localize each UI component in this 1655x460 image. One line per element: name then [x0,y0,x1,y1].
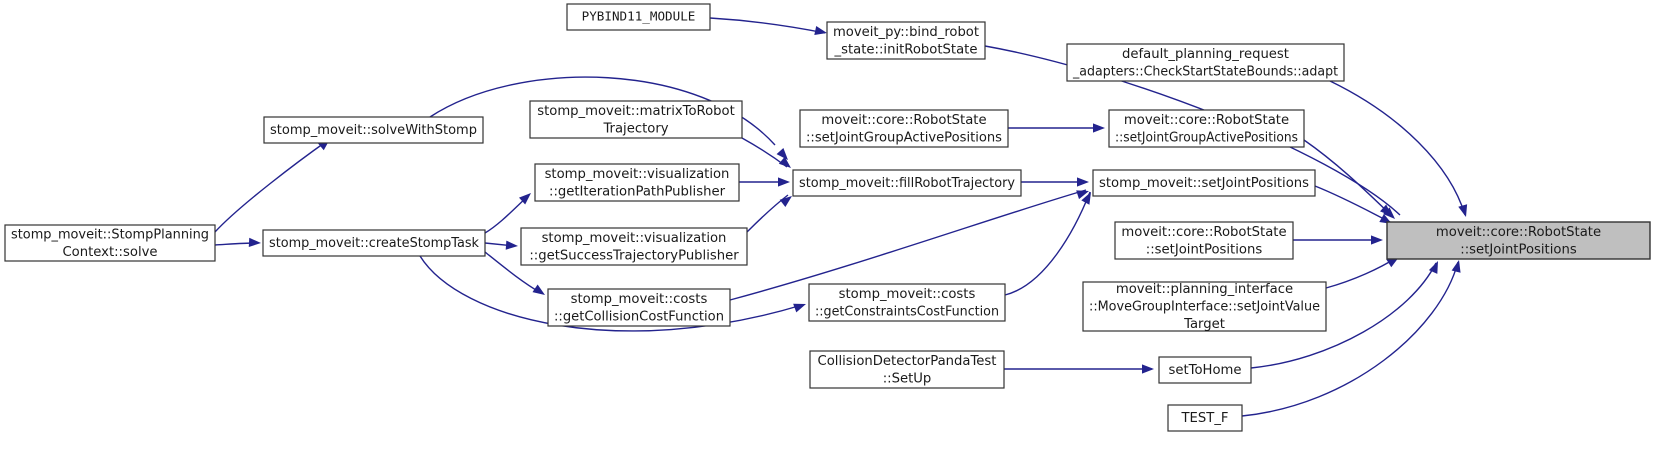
arrow-into-target-from-plain [1371,235,1383,245]
node-check-start-state-bounds-adapt[interactable]: default_planning_request_adapters::Check… [1066,43,1345,82]
arrow-into-fillrobottraj-c [778,177,790,187]
arrow-into-setjointgroupactive-right [1093,123,1105,133]
node-bind-robot-state-init-box[interactable] [826,21,986,60]
arrow-into-stompsetjoint-b [1081,192,1091,205]
edge-collisioncost-to-stompsetjoint [729,189,1087,301]
node-pybind11-module[interactable]: PYBIND11_MODULE [566,3,711,31]
arrow-into-fillrobottraj-d [779,196,792,208]
node-robotstate-setjointgroupactivepositions-right[interactable]: moveit::core::RobotState::setJointGroupA… [1108,109,1305,148]
node-fill-robot-trajectory-box[interactable] [792,169,1022,197]
arrowheads-layer [248,26,1468,374]
edge-successtraj-to-fillrobottraj [746,194,789,233]
arrow-into-createtask [248,237,261,247]
arrow-into-fillrobottraj-a [776,148,788,160]
node-robotstate-setjointgroupactivepositions-right-box[interactable] [1108,109,1305,148]
arrow-into-constraintscost [793,303,806,313]
node-bind-robot-state-init[interactable]: moveit_py::bind_robot_state::initRobotSt… [826,21,986,60]
node-collision-detector-panda-test-setup[interactable]: CollisionDetectorPandaTest::SetUp [809,350,1005,389]
edge-solve-to-solvewithstomp [214,140,328,233]
node-get-iteration-path-publisher[interactable]: stomp_moveit::visualization::getIteratio… [534,163,740,202]
edge-testf-to-target [1241,261,1459,417]
edges-layer [214,17,1466,417]
node-get-iteration-path-publisher-box[interactable] [534,163,740,202]
node-solve-with-stomp-box[interactable] [263,116,484,144]
node-robotstate-setjointpositions-target-box[interactable] [1386,221,1651,260]
node-create-stomp-task[interactable]: stomp_moveit::createStompTask [262,229,486,257]
node-get-collision-cost-function[interactable]: stomp_moveit::costs::getCollisionCostFun… [547,288,731,327]
node-matrix-to-robot-trajectory-box[interactable] [529,100,743,139]
node-set-to-home-box[interactable] [1158,356,1252,384]
node-robotstate-setjointgroupactivepositions-left-box[interactable] [799,109,1009,148]
arrow-into-target-from-setjointgroup [1383,207,1395,219]
node-stomp-planning-context-solve[interactable]: stomp_moveit::StompPlanningContext::solv… [4,224,216,262]
arrow-into-successtraj [505,240,518,250]
arrow-into-fillrobottraj-b [778,156,791,168]
node-solve-with-stomp[interactable]: stomp_moveit::solveWithStomp [263,116,484,144]
node-get-success-trajectory-publisher[interactable]: stomp_moveit::visualization::getSuccessT… [520,227,748,266]
node-create-stomp-task-box[interactable] [262,229,486,257]
node-pybind11-module-box[interactable] [566,3,711,31]
node-get-constraints-cost-function-box[interactable] [808,283,1006,322]
edge-pybind11-to-initrobotstate [709,17,826,34]
node-stomp-setjointpositions[interactable]: stomp_moveit::setJointPositions [1092,169,1316,197]
node-robotstate-setjointpositions-plain-box[interactable] [1114,221,1294,260]
node-get-success-trajectory-publisher-box[interactable] [520,227,748,266]
arrow-into-target-from-settohome [1428,261,1438,274]
node-collision-detector-panda-test-setup-box[interactable] [809,350,1005,389]
node-robotstate-setjointgroupactivepositions-left[interactable]: moveit::core::RobotState::setJointGroupA… [799,109,1009,148]
arrow-into-target-from-adapt [1458,204,1468,217]
edge-settohome-to-target [1250,262,1437,369]
arrow-into-initrobotstate [814,26,827,36]
node-robotstate-setjointpositions-target[interactable]: moveit::core::RobotState::setJointPositi… [1386,221,1651,260]
node-test-f[interactable]: TEST_F [1167,404,1243,432]
node-fill-robot-trajectory[interactable]: stomp_moveit::fillRobotTrajectory [792,169,1022,197]
arrow-into-iterationpath [519,193,531,205]
edge-movegroup-to-target [1325,257,1397,289]
node-check-start-state-bounds-adapt-box[interactable] [1066,43,1345,82]
arrow-into-target-from-testf [1451,260,1461,273]
node-get-collision-cost-function-box[interactable] [547,288,731,327]
arrow-into-stompsetjoint-c [1076,190,1089,200]
node-movegroupinterface-setjointvaluetarget-box[interactable] [1082,281,1327,332]
node-test-f-box[interactable] [1167,404,1243,432]
node-robotstate-setjointpositions-plain[interactable]: moveit::core::RobotState::setJointPositi… [1114,221,1294,260]
arrow-into-collisioncost [532,284,545,295]
edge-constraintscost-to-stompsetjoint [1004,191,1091,296]
edge-adapt-to-target [1329,80,1466,216]
node-set-to-home[interactable]: setToHome [1158,356,1252,384]
node-get-constraints-cost-function[interactable]: stomp_moveit::costs::getConstraintsCostF… [808,283,1006,322]
node-stomp-planning-context-solve-box[interactable] [4,224,216,262]
node-stomp-setjointpositions-box[interactable] [1092,169,1316,197]
node-movegroupinterface-setjointvaluetarget[interactable]: moveit::planning_interface::MoveGroupInt… [1082,281,1327,332]
arrow-into-stompsetjoint-a [1077,177,1089,187]
arrow-into-settohome [1142,364,1154,374]
nodes-layer: stomp_moveit::StompPlanningContext::solv… [4,3,1651,432]
